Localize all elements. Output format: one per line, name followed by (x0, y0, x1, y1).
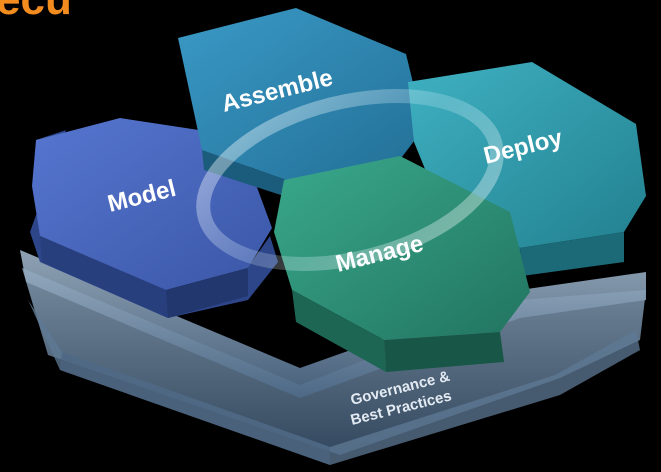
title-fragment: ecu (0, 0, 72, 24)
cycle-ring (196, 89, 504, 271)
